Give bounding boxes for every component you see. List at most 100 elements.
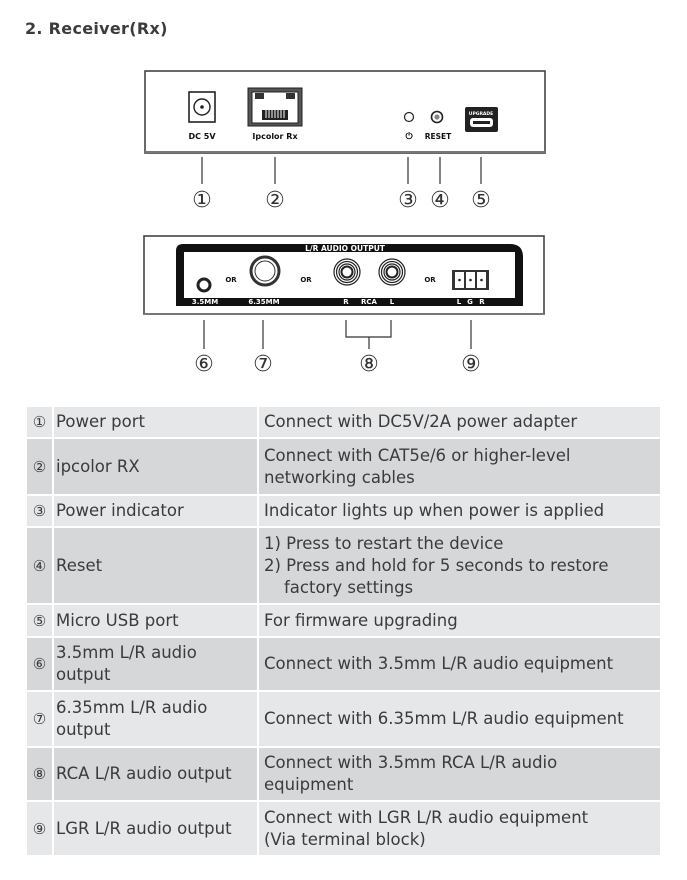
port-name: LGR L/R audio output (52, 800, 259, 857)
callout-1: ① (192, 188, 212, 213)
label-6-35mm: 6.35MM (248, 298, 279, 306)
lgr-g-label: G (467, 298, 473, 306)
receiver-diagram: DC 5V Ipcolor Rx ⏻ RESET (143, 70, 546, 377)
row-number: ④ (25, 526, 54, 605)
rca-l-label: L (390, 298, 395, 306)
port-description-line: Connect with 3.5mm RCA L/R audio (264, 753, 558, 772)
callout-8: ⑧ (359, 352, 379, 377)
power-symbol-icon: ⏻ (405, 131, 413, 142)
port-description: Connect with 3.5mm L/R audio equipment (257, 636, 662, 692)
row-number: ⑤ (25, 603, 54, 638)
port-name-line: RCA L/R audio output (56, 764, 232, 783)
port-description-line: Connect with LGR L/R audio equipment (264, 807, 589, 827)
callout-3: ③ (398, 188, 418, 213)
callout-4: ④ (430, 188, 450, 213)
terminal-block-icon (452, 270, 489, 290)
callout-6: ⑥ (194, 352, 214, 377)
port-description-line: equipment (264, 775, 354, 794)
jack-3-5mm-icon (196, 277, 212, 293)
port-name-line: Power port (56, 412, 145, 431)
port-description: Connect with 6.35mm L/R audio equipment (257, 690, 662, 748)
label-3-5mm: 3.5MM (192, 298, 218, 306)
callout-2: ② (265, 188, 285, 213)
port-description-line: 1) Press to restart the device (264, 533, 504, 553)
port-description-line: Connect with 3.5mm L/R audio equipment (264, 654, 614, 673)
port-description-line: For firmware upgrading (264, 610, 458, 630)
port-name-line: 3.5mm L/R audio (56, 643, 197, 662)
audio-output-header: L/R AUDIO OUTPUT (305, 244, 386, 253)
micro-usb-port-icon (465, 107, 498, 132)
or-label-1: OR (225, 276, 237, 284)
port-description-line: Connect with 6.35mm L/R audio equipment (264, 709, 624, 728)
section-title: 2. Receiver(Rx) (25, 19, 168, 38)
rca-right-jack-icon (333, 258, 361, 286)
row-number: ③ (25, 494, 54, 528)
port-name: 6.35mm L/R audio output (52, 690, 259, 748)
port-description-line: factory settings (284, 577, 414, 597)
lgr-l-label: L (457, 298, 462, 306)
port-name: Micro USB port (52, 603, 259, 638)
row-number: ⑥ (25, 636, 54, 692)
callout-7: ⑦ (253, 352, 273, 377)
port-description-line: networking cables (264, 467, 415, 487)
rca-r-label: R (343, 298, 349, 306)
port-description: Connect with DC5V/2A power adapter (257, 405, 662, 439)
rca-left-jack-icon (378, 258, 406, 286)
row-number: ⑨ (25, 800, 54, 857)
row-number: ⑧ (25, 746, 54, 802)
port-name: ipcolor RX (52, 437, 259, 496)
reset-button-icon (430, 110, 444, 124)
reset-label: RESET (425, 132, 452, 141)
lan-label: Ipcolor Rx (252, 132, 298, 141)
port-description-line: Indicator lights up when power is applie… (264, 501, 605, 520)
port-description: Connect with 3.5mm RCA L/R audio equipmen… (257, 746, 662, 802)
port-name-line: ipcolor RX (56, 456, 140, 476)
power-led-icon (403, 111, 415, 123)
port-name-line: 6.35mm L/R audio (56, 698, 208, 717)
port-name-line: Power indicator (56, 501, 184, 520)
rear-panel: L/R AUDIO OUTPUT 3.5MM OR 6.35MM OR (143, 235, 545, 377)
port-name-line: Micro USB port (56, 610, 179, 630)
port-name-line: output (56, 720, 111, 739)
port-description: For firmware upgrading (257, 603, 662, 638)
port-description: Connect with LGR L/R audio equipment(Via… (257, 800, 662, 857)
jack-6-35mm-icon (249, 255, 281, 287)
callout-9: ⑨ (461, 352, 481, 377)
port-name: RCA L/R audio output (52, 746, 259, 802)
rj45-port-icon (247, 87, 303, 127)
port-description-line: 2) Press and hold for 5 seconds to resto… (264, 555, 609, 575)
port-name: 3.5mm L/R audio output (52, 636, 259, 692)
lgr-r-label: R (479, 298, 485, 306)
front-panel: DC 5V Ipcolor Rx ⏻ RESET (144, 70, 546, 213)
dc-power-jack-icon (188, 91, 216, 123)
row-number: ① (25, 405, 54, 439)
callout-5: ⑤ (471, 188, 491, 213)
port-name: Power indicator (52, 494, 259, 528)
dc-label: DC 5V (188, 132, 216, 141)
row-number: ⑦ (25, 690, 54, 748)
or-label-3: OR (424, 276, 436, 284)
port-name-line: output (56, 665, 111, 684)
port-name: Reset (52, 526, 259, 605)
port-name: Power port (52, 405, 259, 439)
row-number: ② (25, 437, 54, 496)
upgrade-label: UPGRADE (469, 111, 493, 117)
port-description: Indicator lights up when power is applie… (257, 494, 662, 528)
port-name-line: LGR L/R audio output (56, 818, 232, 838)
port-description-line: (Via terminal block) (264, 829, 426, 849)
rca-label: RCA (361, 298, 378, 306)
port-description-line: Connect with DC5V/2A power adapter (264, 412, 578, 431)
port-name-line: Reset (56, 555, 103, 575)
or-label-2: OR (300, 276, 312, 284)
